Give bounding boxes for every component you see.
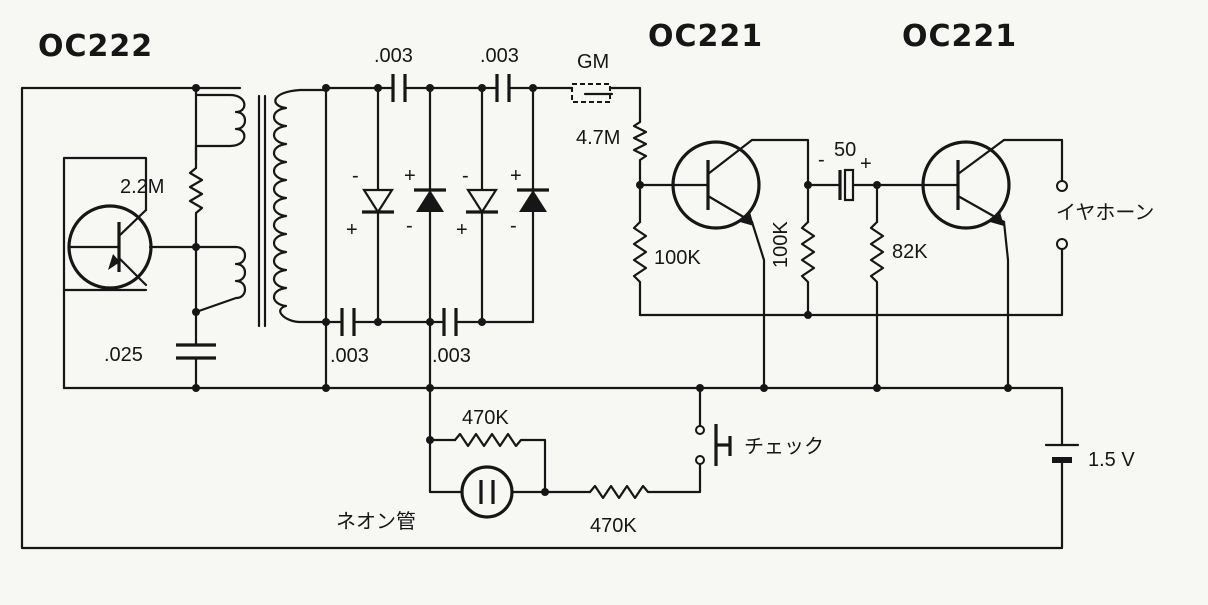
label-earphone: イヤホーン xyxy=(1056,200,1155,224)
capacitor-025 xyxy=(176,333,216,374)
diode-3 xyxy=(465,188,499,215)
d2-bottom-mark: - xyxy=(406,215,413,237)
label-gm: GM xyxy=(577,51,610,73)
label-neon-tube: ネオン管 xyxy=(336,509,416,533)
label-4-7m: 4.7M xyxy=(576,127,621,149)
label-82k: 82K xyxy=(892,241,928,263)
resistor-100k-collector xyxy=(800,220,816,317)
label-c-top-2: .003 xyxy=(480,45,519,67)
label-470k-bottom: 470K xyxy=(590,515,637,537)
label-470k-top: 470K xyxy=(462,407,509,429)
diode-4 xyxy=(517,188,549,212)
amp1-section xyxy=(632,116,1064,392)
resistor-470k-top xyxy=(453,432,547,494)
oc221-label-1: OC221 xyxy=(648,19,764,54)
oc221-transistor-1-symbol xyxy=(671,140,761,230)
label-100k-collector: 100K xyxy=(770,221,792,268)
d4-top-mark: + xyxy=(510,165,522,187)
d1-top-mark: - xyxy=(352,165,359,187)
oc221-transistor-2-symbol xyxy=(921,140,1011,230)
label-c-50-minus: - xyxy=(818,149,825,171)
coil-secondary xyxy=(272,88,328,324)
wire-ground-rail xyxy=(62,386,1064,447)
label-battery: 1.5 V xyxy=(1088,449,1135,471)
label-c-bot-1: .003 xyxy=(330,345,369,367)
label-c-50-plus: + xyxy=(860,153,872,175)
battery-symbol xyxy=(1044,443,1080,484)
d2-top-mark: + xyxy=(404,165,416,187)
d3-top-mark: - xyxy=(462,165,469,187)
d1-bottom-mark: + xyxy=(346,219,358,241)
gm-tube xyxy=(571,83,642,120)
label-c-top-1: .003 xyxy=(374,45,413,67)
resistor-470k-bottom xyxy=(588,461,702,500)
oscillator-section xyxy=(62,86,328,390)
multiplier-section xyxy=(192,74,574,442)
label-c-bot-2: .003 xyxy=(432,345,471,367)
resistor-82k xyxy=(869,220,885,390)
d3-bottom-mark: + xyxy=(456,219,468,241)
neon-tube-symbol xyxy=(460,465,514,519)
oc222-label: OC222 xyxy=(38,29,154,64)
label-check: チェック xyxy=(744,434,824,458)
resistor-100k-base xyxy=(632,220,648,317)
oc221-label-2: OC221 xyxy=(902,19,1018,54)
label-c-50: 50 xyxy=(834,139,857,161)
label-2-2m: 2.2M xyxy=(120,176,165,198)
coil-primary-upper xyxy=(194,93,247,162)
coil-primary-lower xyxy=(194,245,247,314)
diode-2 xyxy=(414,188,446,212)
diode-1 xyxy=(361,188,395,215)
amp2-section xyxy=(869,138,1068,392)
capacitor-50 xyxy=(838,168,927,202)
label-100k-base: 100K xyxy=(654,247,701,269)
resistor-4-7m xyxy=(632,116,648,187)
label-c-025: .025 xyxy=(104,344,143,366)
d4-bottom-mark: - xyxy=(510,215,517,237)
resistor-2-2m xyxy=(188,108,204,220)
neon-section xyxy=(426,384,732,519)
wire-outer-loop xyxy=(20,86,1064,550)
